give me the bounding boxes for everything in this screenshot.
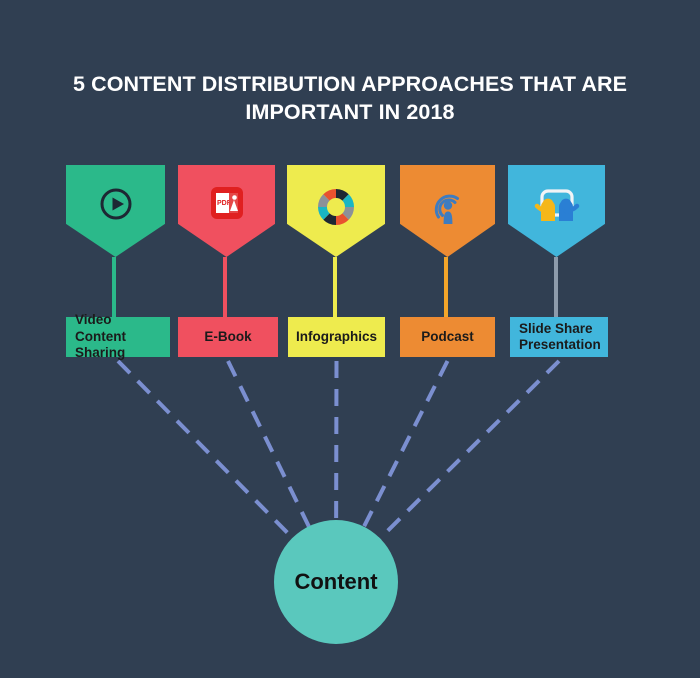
play-circle-icon [66, 187, 165, 221]
label-text-slide-share-presentation: Slide Share Presentation [519, 320, 601, 353]
stem-slide-share-presentation [554, 257, 558, 317]
label-box-e-book[interactable]: E-Book [178, 317, 278, 357]
page-title: 5 CONTENT DISTRIBUTION APPROACHES THAT A… [72, 72, 628, 124]
stem-video-content-sharing [112, 257, 116, 317]
label-text-infographics: Infographics [296, 328, 378, 344]
central-hub[interactable]: Content [274, 520, 398, 644]
badge-infographics[interactable] [287, 165, 385, 257]
stem-e-book [223, 257, 227, 317]
label-text-video-content-sharing: Video Content Sharing [75, 312, 126, 361]
stem-podcast [444, 257, 448, 317]
pinwheel-chart-icon [287, 187, 385, 227]
label-box-infographics[interactable]: Infographics [288, 317, 385, 357]
label-box-podcast[interactable]: Podcast [400, 317, 495, 357]
svg-text:PDF: PDF [217, 200, 232, 207]
label-text-podcast: Podcast [421, 328, 474, 344]
label-box-slide-share-presentation[interactable]: Slide Share Presentation [510, 317, 608, 357]
label-text-e-book: E-Book [204, 328, 252, 344]
podcast-microphone-icon [400, 187, 495, 231]
badge-slide-share-presentation[interactable] [508, 165, 605, 257]
central-hub-label: Content [294, 569, 378, 594]
slideshare-people-icon [508, 187, 605, 231]
badge-e-book[interactable]: PDF [178, 165, 275, 257]
badge-video-content-sharing[interactable] [66, 165, 165, 257]
badge-podcast[interactable] [400, 165, 495, 257]
label-box-video-content-sharing[interactable]: Video Content Sharing [66, 312, 170, 360]
pdf-file-icon: PDF [178, 187, 275, 219]
stem-infographics [333, 257, 337, 317]
